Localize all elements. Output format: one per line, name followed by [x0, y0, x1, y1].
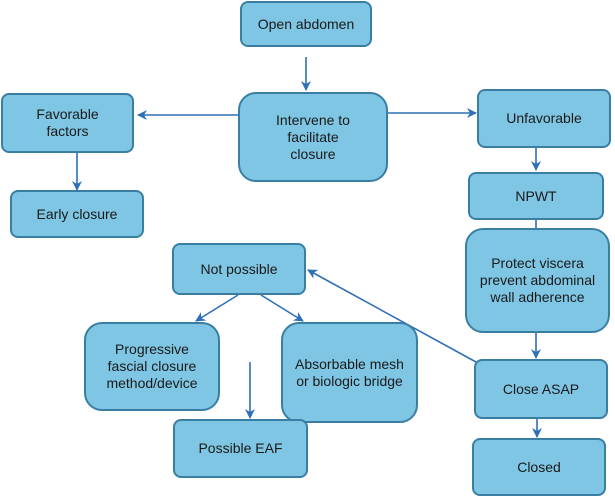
node-label: Absorbable mesh or biologic bridge [295, 355, 404, 389]
node-favorable-factors: Favorable factors [1, 93, 134, 153]
node-open-abdomen: Open abdomen [240, 1, 372, 47]
node-protect-viscera: Protect viscera prevent abdominal wall a… [465, 228, 610, 333]
node-absorbable-mesh: Absorbable mesh or biologic bridge [281, 322, 418, 423]
node-label: Closed [517, 458, 561, 475]
node-possible-eaf: Possible EAF [173, 419, 308, 478]
node-label: Progressive fascial closure method/devic… [106, 341, 198, 391]
node-label: Possible EAF [198, 440, 283, 456]
edge-notpossible-to-progressive [195, 294, 239, 322]
node-label: NPWT [515, 187, 557, 204]
node-label: Favorable factors [36, 106, 99, 139]
node-closed: Closed [472, 438, 606, 496]
node-close-asap: Close ASAP [474, 359, 608, 419]
node-npwt: NPWT [468, 172, 604, 220]
node-label: Unfavorable [506, 110, 582, 126]
node-intervene: Intervene to facilitate closure [238, 92, 388, 182]
node-label: Close ASAP [502, 380, 580, 397]
node-label: Early closure [36, 205, 118, 222]
edge-notpossible-to-absorbable [260, 294, 304, 322]
node-label: Intervene to facilitate closure [276, 111, 350, 162]
node-label: Not possible [200, 260, 278, 277]
edge-close-to-notpossible [307, 269, 477, 363]
node-not-possible: Not possible [172, 243, 306, 295]
node-label: Open abdomen [257, 15, 355, 32]
node-early-closure: Early closure [10, 190, 144, 238]
node-unfavorable: Unfavorable [477, 89, 611, 148]
node-label: Protect viscera prevent abdominal wall a… [479, 255, 596, 305]
node-progressive-fascial: Progressive fascial closure method/devic… [84, 322, 220, 411]
